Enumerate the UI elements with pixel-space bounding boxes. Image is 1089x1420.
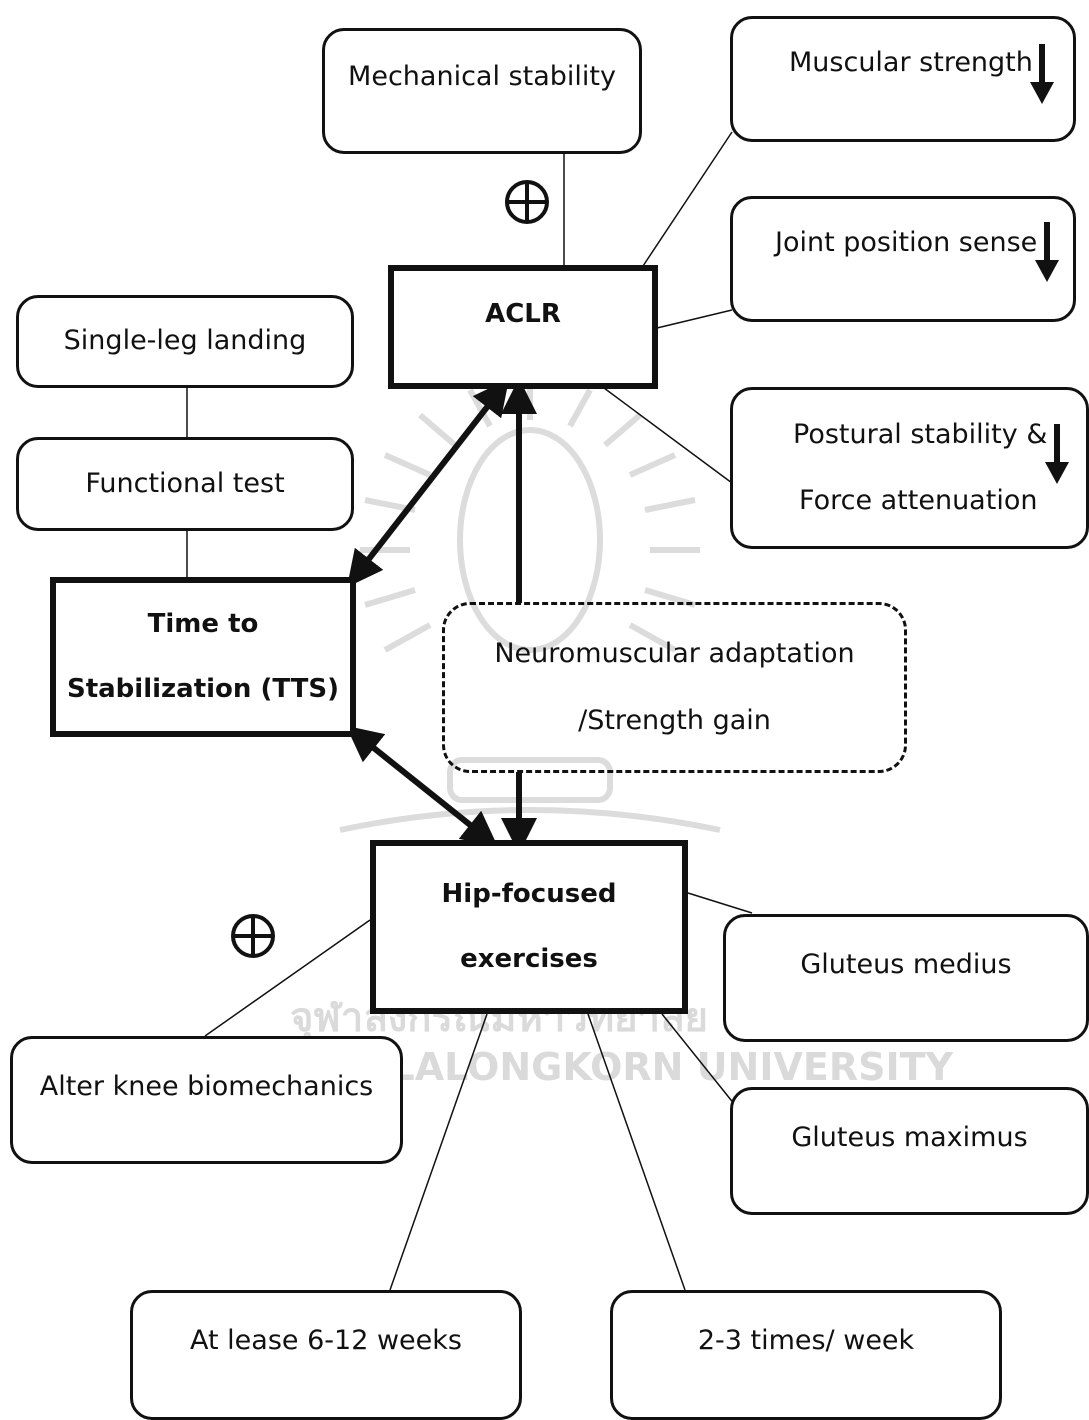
node-label: 2-3 times/ week	[697, 1325, 915, 1356]
node-functional-test: Functional test	[16, 437, 354, 531]
line-aclr-to-muscular	[642, 131, 733, 267]
node-alter-knee-biomechanics: Alter knee biomechanics	[10, 1036, 403, 1164]
node-label: Single-leg landing	[63, 325, 307, 357]
node-frequency: 2-3 times/ week	[610, 1290, 1002, 1420]
node-joint-position-sense: Joint position sense	[730, 196, 1076, 322]
node-postural-stability: Postural stability & Force attenuation	[730, 387, 1089, 549]
line-hip-to-frequency	[587, 1013, 686, 1291]
node-label: ACLR	[485, 299, 561, 329]
down-arrow-icon	[1045, 424, 1069, 484]
node-hip-focused-exercises: Hip-focused exercises	[370, 840, 688, 1014]
node-label-line-2: Stabilization (TTS)	[66, 674, 340, 704]
node-label-line-1: Time to	[147, 608, 259, 639]
node-gluteus-maximus: Gluteus maximus	[730, 1087, 1089, 1215]
node-label: Joint position sense	[775, 227, 1038, 258]
line-hip-to-duration	[389, 1013, 488, 1291]
node-mechanical-stability: Mechanical stability	[322, 28, 642, 154]
node-label-line-1: Neuromuscular adaptation	[494, 638, 855, 670]
node-gluteus-medius: Gluteus medius	[723, 914, 1089, 1042]
node-duration: At lease 6-12 weeks	[130, 1290, 522, 1420]
node-label: Muscular strength	[789, 47, 1033, 78]
node-single-leg-landing: Single-leg landing	[16, 295, 354, 388]
line-hip-to-medius	[687, 892, 753, 914]
line-aclr-to-joint	[656, 309, 733, 329]
node-label: Gluteus maximus	[791, 1122, 1028, 1153]
node-label-line-1: Hip-focused	[441, 878, 617, 909]
node-label: Alter knee biomechanics	[39, 1071, 374, 1102]
circle-plus-icon	[231, 914, 275, 958]
node-label: Gluteus medius	[800, 949, 1012, 980]
node-label: Mechanical stability	[348, 61, 616, 92]
arrow-tts-hip	[345, 725, 499, 848]
node-aclr: ACLR	[388, 265, 658, 389]
down-arrow-icon	[1035, 222, 1059, 282]
down-arrow-icon	[1030, 44, 1054, 104]
node-label-line-2: exercises	[460, 944, 598, 974]
node-label-line-2: /Strength gain	[578, 704, 771, 736]
line-hip-to-maximus	[661, 1013, 736, 1106]
node-label: Functional test	[85, 467, 285, 499]
node-neuromuscular-adaptation: Neuromuscular adaptation /Strength gain	[442, 602, 907, 773]
circle-plus-icon	[505, 180, 549, 224]
line-aclr-to-postural	[603, 387, 733, 484]
node-label: At lease 6-12 weeks	[190, 1325, 462, 1356]
watermark-english: CHULALONGKORN UNIVERSITY	[300, 1045, 954, 1089]
node-muscular-strength: Muscular strength	[730, 16, 1076, 142]
node-label-line-2: Force attenuation	[799, 485, 1038, 516]
arrow-aclr-tts	[346, 378, 510, 588]
node-label-line-1: Postural stability &	[793, 418, 1048, 450]
line-hip-to-alter-knee	[204, 919, 371, 1037]
node-time-to-stabilization: Time to Stabilization (TTS)	[50, 577, 356, 737]
